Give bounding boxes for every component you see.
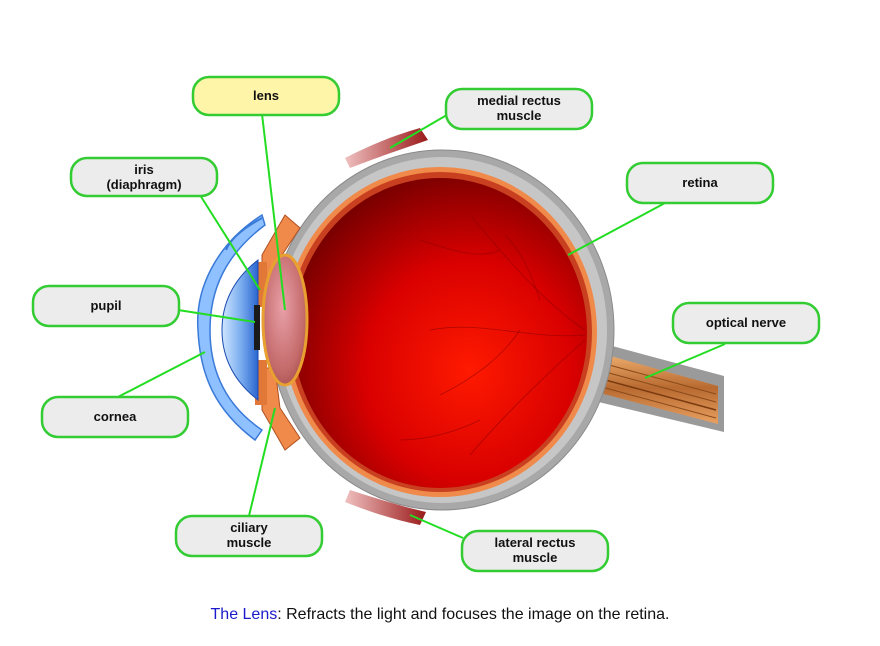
leader-cornea — [115, 351, 206, 399]
leader-ciliary-muscle — [247, 407, 276, 521]
label-cornea-text: cornea — [94, 409, 137, 424]
label-optical-nerve-text: optical nerve — [706, 315, 786, 330]
leader-lateral-rectus — [409, 514, 464, 539]
label-iris[interactable]: iris (diaphragm) — [69, 156, 219, 198]
lens-shape — [261, 253, 309, 387]
vitreous-body — [293, 178, 587, 488]
pupil-opening — [254, 305, 260, 350]
blood-vessels — [399, 214, 586, 456]
leader-medial-rectus — [389, 111, 453, 149]
label-lateral-rectus-line2: muscle — [513, 550, 558, 565]
label-medial-rectus-line2: muscle — [497, 108, 542, 123]
label-cornea[interactable]: cornea — [40, 395, 190, 439]
label-lateral-rectus-line1: lateral rectus — [495, 535, 576, 550]
label-ciliary-muscle[interactable]: ciliary muscle — [174, 514, 324, 558]
optic-nerve — [590, 340, 724, 432]
caption-term: The Lens — [210, 606, 278, 623]
label-ciliary-muscle-line2: muscle — [227, 535, 272, 550]
label-iris-line1: iris — [134, 162, 154, 177]
leader-retina — [567, 202, 666, 256]
leader-lines — [115, 111, 726, 539]
label-lens[interactable]: lens — [191, 75, 341, 117]
caption-text: : Refracts the light and focuses the ima… — [277, 606, 670, 623]
label-ciliary-muscle-line1: ciliary — [230, 520, 268, 535]
label-retina-text: retina — [682, 175, 718, 190]
cornea-shape — [196, 213, 266, 442]
leader-lens — [261, 113, 286, 311]
label-iris-line2: (diaphragm) — [106, 177, 181, 192]
label-pupil[interactable]: pupil — [31, 284, 181, 328]
label-lens-text: lens — [253, 88, 279, 103]
label-medial-rectus[interactable]: medial rectus muscle — [444, 87, 594, 131]
label-retina[interactable]: retina — [625, 161, 775, 205]
label-lateral-rectus[interactable]: lateral rectus muscle — [460, 529, 610, 573]
label-optical-nerve[interactable]: optical nerve — [671, 301, 821, 345]
leader-optical-nerve — [644, 343, 726, 379]
label-pupil-text: pupil — [90, 298, 121, 313]
caption: The Lens: Refracts the light and focuses… — [0, 606, 880, 624]
leader-pupil — [177, 309, 256, 323]
leader-iris — [199, 194, 261, 291]
lateral-rectus-muscle-shape — [345, 490, 426, 525]
label-medial-rectus-line1: medial rectus — [477, 93, 561, 108]
